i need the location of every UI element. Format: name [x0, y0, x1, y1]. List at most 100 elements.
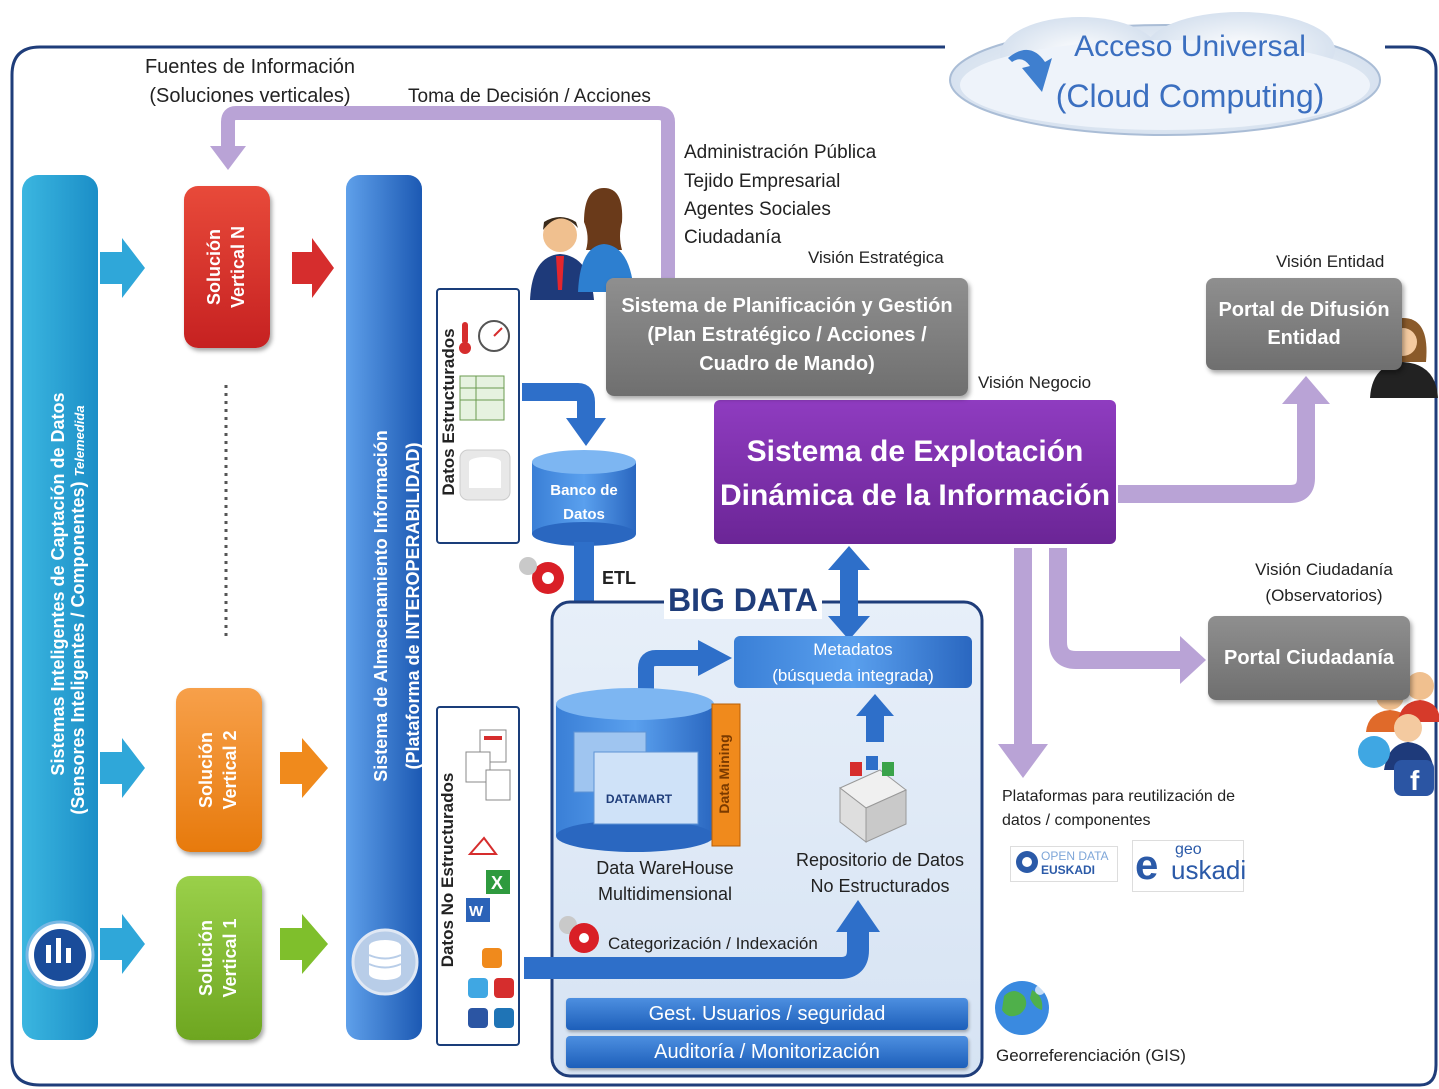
spreadsheet-icon [459, 375, 505, 421]
solucion-n-line1: Solución [204, 229, 224, 305]
planificacion-line1: Sistema de Planificación y Gestión [621, 295, 953, 317]
plataformas-line1: Plataformas para reutilización de [1002, 788, 1236, 805]
linkedin-icon [494, 1008, 514, 1028]
solucion-1-line1: Solución [196, 920, 216, 996]
twitter-icon [468, 978, 488, 998]
audiencia-1: Administración Pública [684, 142, 877, 163]
decision-feedback-arrow [221, 106, 675, 282]
repositorio-box-icon [839, 756, 907, 844]
svg-text:f: f [1410, 765, 1420, 796]
sensores-telemedida: Telemedida [72, 405, 87, 477]
metadatos-bar [734, 636, 972, 688]
solucion-vertical-2[interactable]: Solución Vertical 2 [176, 688, 262, 852]
almacenamiento-title: Sistema de Almacenamiento Información [371, 430, 391, 782]
banco-datos-line1: Banco de [550, 482, 618, 499]
vision-estrategica-label: Visión Estratégica [808, 248, 944, 267]
excel-icon [486, 870, 510, 894]
audiencia-3: Agentes Sociales [684, 199, 831, 220]
open-data-line2: EUSKADI [1041, 863, 1096, 877]
categorizacion-gear-icon [559, 916, 599, 953]
toma-decision-label: Toma de Decisión / Acciones [408, 86, 651, 107]
fuentes-title: Fuentes de Información [144, 56, 356, 78]
data-warehouse-cylinder [556, 688, 714, 852]
datos-no-estructurados-box: Datos No Estructurados X W [436, 706, 520, 1046]
arrow-to-portal-difusion [1118, 400, 1315, 503]
almacenamiento-bar [346, 175, 422, 1040]
datos-no-estructurados-label: Datos No Estructurados [438, 772, 457, 968]
rss-icon [482, 948, 502, 968]
solucion-1-line2: Vertical 1 [220, 918, 240, 998]
planificacion-box[interactable]: Sistema de Planificación y Gestión (Plan… [606, 278, 968, 396]
svg-text:X: X [491, 873, 503, 893]
vision-entidad-label: Visión Entidad [1276, 252, 1385, 271]
open-data-euskadi-badge[interactable]: OPEN DATA EUSKADI [1010, 846, 1118, 882]
solucion-vertical-1[interactable]: Solución Vertical 1 [176, 876, 262, 1040]
explotacion-line2: Dinámica de la Información [719, 479, 1111, 512]
data-mining-label: Data Mining [716, 734, 732, 814]
banco-datos-cylinder [532, 450, 636, 546]
repositorio-line2: No Estructurados [810, 876, 950, 896]
geo-euskadi-geo: geo [1175, 841, 1202, 858]
arrow-solucion-1 [280, 914, 328, 974]
sensor-arrows [100, 238, 145, 974]
data-mining-bar [711, 703, 741, 847]
geo-euskadi-rest: uskadi [1171, 855, 1247, 885]
planificacion-line3: Cuadro de Mando) [699, 353, 875, 375]
sensores-subtitle-main: (Sensores Inteligentes / Componentes) [68, 481, 88, 815]
explotacion-text[interactable]: Sistema de Explotación Dinámica de la In… [714, 430, 1116, 518]
explotacion-line1: Sistema de Explotación [746, 435, 1084, 468]
cloud-subtitle: (Cloud Computing) [1055, 78, 1325, 114]
portal-difusion-line2: Entidad [1267, 327, 1341, 349]
arrow-to-plataformas [1014, 548, 1032, 748]
solucion-n-line2: Vertical N [228, 225, 248, 309]
georref-label: Georreferenciación (GIS) [996, 1046, 1186, 1065]
big-data-title: BIG DATA [664, 582, 822, 619]
geo-euskadi-e: e [1135, 841, 1159, 888]
vision-ciudadania-label: Visión Ciudadanía [1255, 560, 1393, 579]
arrow-solucion-2 [280, 738, 328, 798]
solucion-2-line1: Solución [196, 732, 216, 808]
sensores-bar [22, 175, 98, 1040]
repositorio-line1: Repositorio de Datos [795, 850, 965, 870]
explotacion-box [714, 400, 1116, 544]
outer-frame [10, 45, 1438, 1087]
globe-icon [995, 981, 1049, 1035]
pdf-icon [467, 836, 498, 855]
arrow-repo-metadatos [866, 712, 884, 742]
vision-ciudadania-sub: (Observatorios) [1265, 586, 1383, 605]
portal-difusion-box[interactable]: Portal de Difusión Entidad [1206, 278, 1402, 370]
arrow-noestruct-repo [524, 930, 869, 979]
sensores-subtitle: (Sensores Inteligentes / Componentes) Te… [68, 220, 92, 1000]
planificacion-line2: (Plan Estratégico / Acciones / [647, 324, 927, 346]
people-icon [530, 188, 634, 300]
data-warehouse-line2: Multidimensional [597, 884, 733, 904]
geo-euskadi-badge[interactable]: e geo uskadi [1132, 840, 1247, 892]
portal-difusion-line1: Portal de Difusión [1218, 299, 1390, 321]
almacenamiento-subtitle: (Plataforma de INTEROPERABILIDAD) [403, 442, 423, 770]
audiencia-4: Ciudadanía [684, 227, 782, 248]
datos-estructurados-box: Datos Estructurados [436, 288, 520, 544]
arrow-to-banco [522, 383, 595, 420]
svg-text:W: W [469, 903, 484, 920]
portal-ciudadania-box[interactable]: Portal Ciudadanía [1208, 616, 1410, 700]
audiencia-2: Tejido Empresarial [684, 171, 841, 192]
vision-negocio-label: Visión Negocio [978, 373, 1092, 392]
cloud-arrow-icon [1008, 49, 1052, 92]
metadatos-line2: (búsqueda integrada) [772, 666, 934, 685]
solucion-vertical-n[interactable]: Solución Vertical N [184, 186, 270, 348]
database-icon [351, 928, 419, 996]
gest-usuarios-bar[interactable]: Gest. Usuarios / seguridad [566, 998, 968, 1030]
data-warehouse-line1: Data WareHouse [596, 858, 734, 878]
arrow-explotacion-metadatos [840, 568, 858, 620]
arrow-solucion-n [292, 238, 334, 298]
youtube-icon [494, 978, 514, 998]
facebook-icon [468, 1008, 488, 1028]
fuentes-subtitle: (Soluciones verticales) [149, 85, 351, 107]
auditoria-bar[interactable]: Auditoría / Monitorización [566, 1036, 968, 1068]
etl-label: ETL [602, 568, 636, 588]
open-data-euskadi-logo [1016, 851, 1038, 873]
metadatos-line1: Metadatos [813, 640, 893, 659]
plataformas-line2: datos / componentes [1002, 812, 1151, 829]
word-icon [466, 898, 490, 922]
